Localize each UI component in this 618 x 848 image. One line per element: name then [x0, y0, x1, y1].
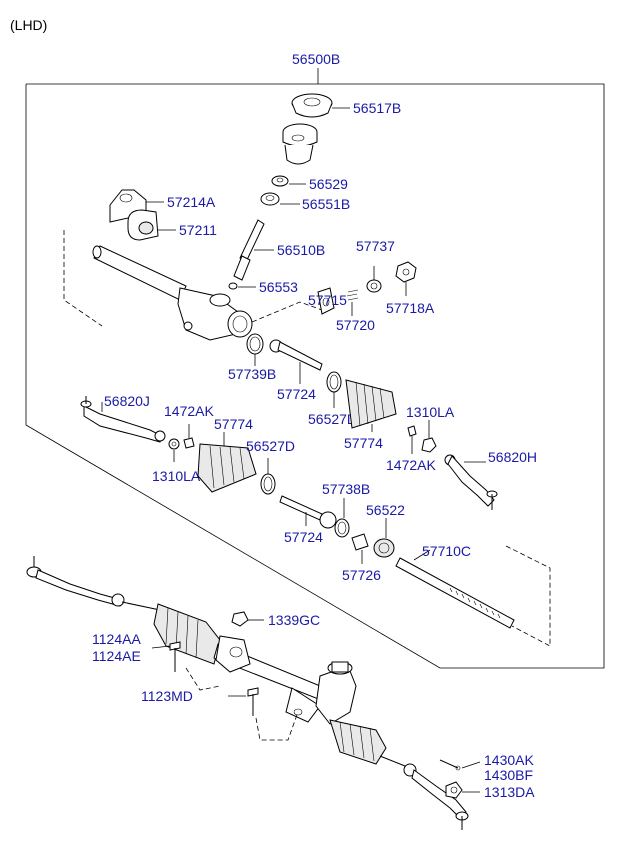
cover-cap-56517B — [291, 93, 333, 118]
callout-57710C[interactable]: 57710C — [422, 543, 471, 559]
callout-1313DA[interactable]: 1313DA — [484, 784, 535, 800]
boot-57774-upper — [345, 379, 397, 429]
callout-1430AK[interactable]: 1430AK — [484, 752, 534, 768]
callout-56500B[interactable]: 56500B — [292, 51, 340, 67]
boot-57774-lower — [197, 443, 257, 493]
nut-1310LA-right — [421, 437, 437, 453]
callout-57720[interactable]: 57720 — [336, 317, 375, 333]
lock-nut-57718A — [395, 261, 417, 283]
callout-56527D-lower[interactable]: 56527D — [246, 438, 295, 454]
o-ring-57739B — [246, 333, 264, 355]
callout-1472AK-left[interactable]: 1472AK — [164, 403, 214, 419]
nut-56529 — [271, 175, 289, 187]
yoke-plug-assembly — [282, 123, 318, 165]
inner-tie-rod-upper — [269, 339, 323, 371]
washer-57738B — [334, 518, 350, 538]
clip-56527D-upper — [326, 371, 342, 393]
nut-1310LA-left — [168, 438, 180, 450]
callout-1123MD[interactable]: 1123MD — [141, 688, 193, 704]
callout-56551B[interactable]: 56551B — [302, 196, 350, 212]
callout-56820H[interactable]: 56820H — [488, 449, 537, 465]
callout-1124AA[interactable]: 1124AA — [92, 631, 141, 647]
bolt-1123MD — [247, 687, 259, 716]
rack-57710C — [395, 557, 515, 629]
bush-57211 — [127, 209, 159, 241]
callout-1310LA-right[interactable]: 1310LA — [406, 404, 455, 420]
bush-56522 — [373, 538, 395, 558]
spring-57720 — [346, 289, 359, 301]
ring-56553 — [228, 282, 238, 290]
callout-57211[interactable]: 57211 — [179, 222, 217, 238]
callout-57739B[interactable]: 57739B — [228, 366, 276, 382]
callout-57718A[interactable]: 57718A — [386, 300, 435, 316]
callout-57715[interactable]: 57715 — [308, 292, 347, 308]
callout-56527D-upper[interactable]: 56527D — [308, 411, 357, 427]
callout-57737[interactable]: 57737 — [356, 238, 395, 254]
callout-56517B[interactable]: 56517B — [353, 100, 401, 116]
seal-56551B — [260, 192, 280, 206]
callout-57214A[interactable]: 57214A — [167, 194, 216, 210]
lock-nut-1472AK-left — [183, 437, 195, 449]
bush-57726 — [351, 533, 369, 551]
cotter-pin-1430 — [439, 759, 461, 771]
nut-1313DA — [445, 781, 463, 799]
callout-1124AE[interactable]: 1124AE — [92, 648, 141, 664]
inner-tie-rod-lower — [279, 495, 337, 529]
callout-57724-lower[interactable]: 57724 — [284, 529, 323, 545]
clip-56527D-lower — [260, 473, 276, 495]
callout-57774-lower[interactable]: 57774 — [214, 416, 253, 432]
callout-56820J[interactable]: 56820J — [104, 393, 150, 409]
callout-56529[interactable]: 56529 — [309, 176, 348, 192]
bolt-1124AA — [169, 641, 181, 672]
lock-nut-1472AK-right — [407, 425, 417, 437]
plug-57737 — [366, 279, 382, 293]
callout-1339GC[interactable]: 1339GC — [268, 612, 320, 628]
callout-57738B[interactable]: 57738B — [322, 481, 370, 497]
callout-57726[interactable]: 57726 — [342, 567, 381, 583]
gear-box-housing-upper — [92, 245, 253, 341]
callout-1472AK-right[interactable]: 1472AK — [386, 457, 436, 473]
gear-assembly-complete — [26, 556, 469, 830]
callout-1430BF[interactable]: 1430BF — [484, 767, 533, 783]
yoke-57715 — [317, 287, 335, 315]
callout-57724-upper[interactable]: 57724 — [277, 386, 316, 402]
callout-56510B[interactable]: 56510B — [277, 242, 325, 258]
callout-56553[interactable]: 56553 — [259, 279, 298, 295]
assembly-frame — [25, 68, 605, 669]
outer-tie-rod-right — [444, 454, 498, 510]
outer-tie-rod-left — [80, 396, 166, 443]
callout-1310LA-left[interactable]: 1310LA — [152, 468, 201, 484]
pinion-56510B — [233, 219, 265, 281]
callout-57774-upper[interactable]: 57774 — [344, 435, 383, 451]
nut-1339GC — [231, 611, 249, 627]
callout-56522[interactable]: 56522 — [366, 502, 405, 518]
variant-label: (LHD) — [10, 17, 47, 33]
